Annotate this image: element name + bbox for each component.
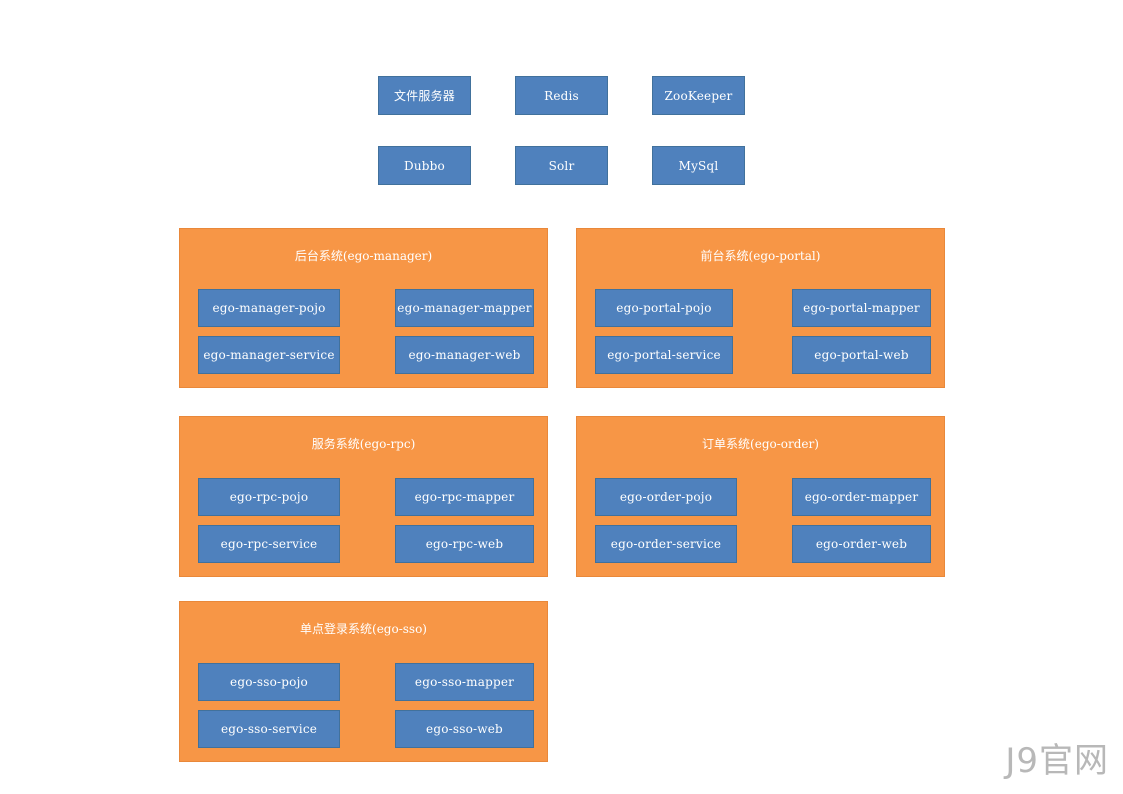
module-ego-sso-web: ego-sso-web [395, 710, 534, 748]
module-ego-portal-service: ego-portal-service [595, 336, 733, 374]
group-title: 服务系统(ego-rpc) [311, 437, 416, 451]
module-ego-rpc-service: ego-rpc-service [198, 525, 340, 563]
module-ego-sso-service: ego-sso-service [198, 710, 340, 748]
solr-node: Solr [515, 146, 608, 185]
module-ego-manager-web: ego-manager-web [395, 336, 534, 374]
group-title: 前台系统(ego-portal) [700, 249, 821, 263]
module-ego-rpc-pojo: ego-rpc-pojo [198, 478, 340, 516]
dubbo-node: Dubbo [378, 146, 471, 185]
module-ego-sso-pojo: ego-sso-pojo [198, 663, 340, 701]
module-ego-order-web: ego-order-web [792, 525, 931, 563]
group-ego-order: 订单系统(ego-order) ego-order-pojo ego-order… [576, 416, 945, 577]
group-title: 订单系统(ego-order) [702, 437, 819, 451]
module-ego-order-pojo: ego-order-pojo [595, 478, 737, 516]
redis-node: Redis [515, 76, 608, 115]
watermark-logo: J9官网 [1005, 741, 1109, 781]
module-ego-portal-mapper: ego-portal-mapper [792, 289, 931, 327]
module-ego-order-service: ego-order-service [595, 525, 737, 563]
module-ego-rpc-web: ego-rpc-web [395, 525, 534, 563]
mysql-node: MySql [652, 146, 745, 185]
module-ego-manager-pojo: ego-manager-pojo [198, 289, 340, 327]
group-ego-rpc: 服务系统(ego-rpc) ego-rpc-pojo ego-rpc-mappe… [179, 416, 548, 577]
module-ego-order-mapper: ego-order-mapper [792, 478, 931, 516]
module-ego-portal-web: ego-portal-web [792, 336, 931, 374]
module-ego-rpc-mapper: ego-rpc-mapper [395, 478, 534, 516]
module-ego-manager-service: ego-manager-service [198, 336, 340, 374]
group-ego-manager: 后台系统(ego-manager) ego-manager-pojo ego-m… [179, 228, 548, 388]
module-ego-manager-mapper: ego-manager-mapper [395, 289, 534, 327]
zookeeper-node: ZooKeeper [652, 76, 745, 115]
group-ego-sso: 单点登录系统(ego-sso) ego-sso-pojo ego-sso-map… [179, 601, 548, 762]
group-ego-portal: 前台系统(ego-portal) ego-portal-pojo ego-por… [576, 228, 945, 388]
module-ego-portal-pojo: ego-portal-pojo [595, 289, 733, 327]
group-title: 单点登录系统(ego-sso) [300, 622, 427, 636]
group-title: 后台系统(ego-manager) [294, 249, 433, 263]
file-server-node: 文件服务器 [378, 76, 471, 115]
module-ego-sso-mapper: ego-sso-mapper [395, 663, 534, 701]
